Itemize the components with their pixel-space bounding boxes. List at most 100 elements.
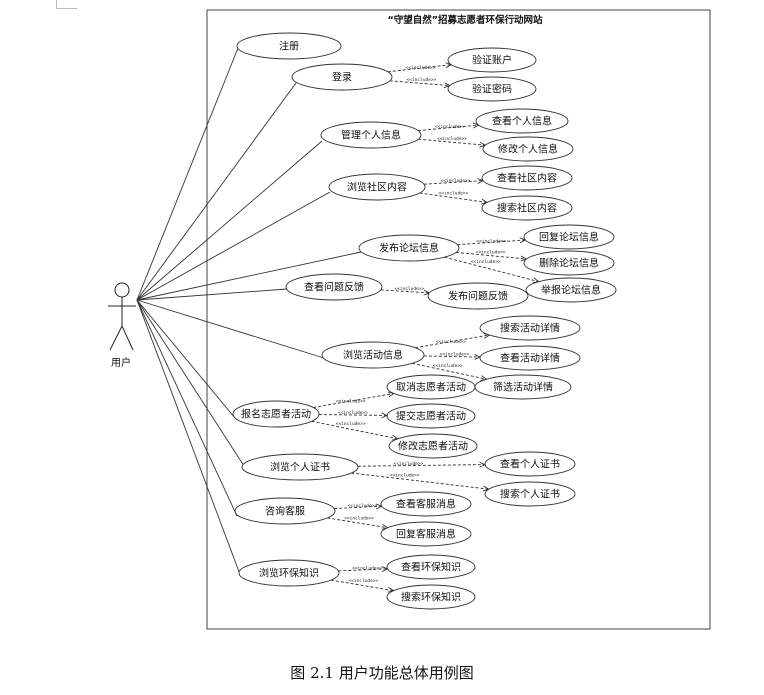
use-case-post-feedback: 发布问题反馈 (427, 282, 529, 310)
use-case-view-activity: 查看活动详情 (479, 345, 581, 371)
include-label: <<include>> (336, 399, 366, 405)
use-case-ellipse (479, 315, 581, 341)
use-case-view-knowledge: 查看环保知识 (386, 554, 476, 580)
use-case-browse-knowledge: 浏览环保知识 (238, 559, 340, 587)
include-label: <<include>> (338, 410, 368, 416)
use-case-label: 提交志愿者活动 (396, 410, 466, 423)
include-arrow (455, 251, 527, 259)
actor-label: 用户 (111, 356, 131, 369)
include-arrow (351, 472, 488, 489)
use-case-label: 查看客服消息 (396, 498, 456, 511)
use-case-label: 咨询客服 (265, 505, 305, 518)
use-case-search-community: 搜索社区内容 (481, 195, 573, 221)
include-arrow (419, 192, 488, 202)
include-label: <<include>> (394, 286, 424, 292)
use-case-ellipse (236, 32, 342, 60)
use-case-browse-community: 浏览社区内容 (328, 173, 426, 201)
include-label: <<include>> (439, 191, 469, 197)
use-case-ellipse (523, 224, 615, 250)
include-label: <<include>> (407, 77, 437, 83)
association-line (136, 82, 297, 301)
use-case-ellipse (380, 521, 472, 547)
association-line (136, 299, 242, 578)
association-line (136, 251, 362, 301)
include-arrow (457, 240, 525, 246)
use-case-report-forum: 举报论坛信息 (525, 277, 617, 303)
include-label: <<include>> (476, 249, 506, 255)
use-case-label: 修改志愿者活动 (398, 440, 468, 453)
use-case-label: 登录 (332, 71, 352, 84)
use-case-ellipse (291, 63, 393, 91)
use-case-edit-info: 修改个人信息 (482, 136, 574, 162)
use-case-label: 搜索社区内容 (497, 202, 557, 215)
include-label: <<include>> (435, 124, 465, 130)
association-line (136, 299, 238, 517)
use-case-label: 浏览环保知识 (259, 567, 319, 580)
include-label: <<include>> (437, 136, 467, 142)
include-label: <<include>> (394, 461, 424, 467)
include-arrow (327, 517, 387, 528)
use-case-ellipse (481, 165, 573, 191)
use-case-label: 管理个人信息 (341, 129, 401, 142)
use-case-ellipse (380, 491, 472, 517)
use-case-ellipse (328, 173, 426, 201)
include-arrow (357, 465, 485, 467)
use-case-delete-forum: 删除论坛信息 (523, 250, 615, 276)
include-label: <<include>> (336, 421, 366, 427)
use-case-label: 报名志愿者活动 (241, 408, 311, 421)
include-arrow (389, 80, 450, 86)
figure-caption: 图 2.1 用户功能总体用例图 (290, 664, 474, 682)
include-label: <<include>> (440, 351, 470, 357)
use-case-search-activity: 搜索活动详情 (479, 315, 581, 341)
use-case-cancel-volunteer: 取消志愿者活动 (386, 374, 476, 400)
use-case-view-feedback: 查看问题反馈 (285, 273, 383, 301)
include-arrow (318, 415, 387, 416)
use-case-label: 查看活动详情 (500, 352, 560, 365)
use-case-ellipse (386, 403, 476, 429)
use-case-ellipse (481, 195, 573, 221)
association-lines (136, 47, 362, 578)
use-case-ellipse (241, 453, 359, 481)
association-line (136, 299, 325, 359)
use-case-browse-cert: 浏览个人证书 (241, 453, 359, 481)
actor-left-leg (109, 325, 123, 351)
use-case-label: 浏览社区内容 (347, 181, 407, 194)
use-case-manage-info: 管理个人信息 (320, 121, 422, 149)
use-case-post-forum: 发布论坛信息 (358, 234, 460, 262)
use-case-label: 删除论坛信息 (539, 257, 599, 270)
use-case-ellipse (388, 433, 478, 459)
use-case-register: 注册 (236, 32, 342, 60)
system-title: “守望自然”招募志愿者环保行动网站 (388, 14, 543, 26)
use-case-label: 搜索活动详情 (500, 322, 560, 335)
include-arrow (418, 138, 485, 145)
use-case-view-community: 查看社区内容 (481, 165, 573, 191)
page-corner-mark (56, 0, 77, 9)
use-case-label: 回复论坛信息 (539, 231, 599, 244)
include-relations: <<include>> <<include>> <<include>> <<inclu… (311, 65, 539, 591)
use-case-ellipse (234, 497, 336, 525)
include-arrow (338, 569, 387, 571)
use-case-search-knowledge: 搜索环保知识 (386, 584, 476, 610)
use-case-view-service: 查看客服消息 (380, 491, 472, 517)
include-arrow (423, 356, 480, 357)
include-arrow (334, 506, 382, 508)
use-case-ellipse (479, 345, 581, 371)
use-case-ellipse (447, 47, 537, 73)
use-case-label: 搜索环保知识 (401, 591, 461, 604)
use-case-browse-activity: 浏览活动信息 (321, 341, 425, 369)
actor-user (108, 282, 136, 351)
include-label: <<include>> (436, 339, 466, 345)
use-case-consult-service: 咨询客服 (234, 497, 336, 525)
use-case-ellipse (321, 341, 425, 369)
include-arrow (444, 256, 538, 281)
use-case-view-cert: 查看个人证书 (484, 451, 576, 477)
use-case-ellipse (238, 559, 340, 587)
include-label: <<include>> (390, 473, 420, 479)
association-line (136, 191, 331, 301)
use-case-ellipse (523, 250, 615, 276)
include-arrow (415, 335, 489, 349)
use-case-ellipse (427, 282, 529, 310)
use-case-ellipse (285, 273, 383, 301)
use-case-label: 搜索个人证书 (500, 488, 560, 501)
use-case-label: 查看问题反馈 (304, 281, 364, 294)
